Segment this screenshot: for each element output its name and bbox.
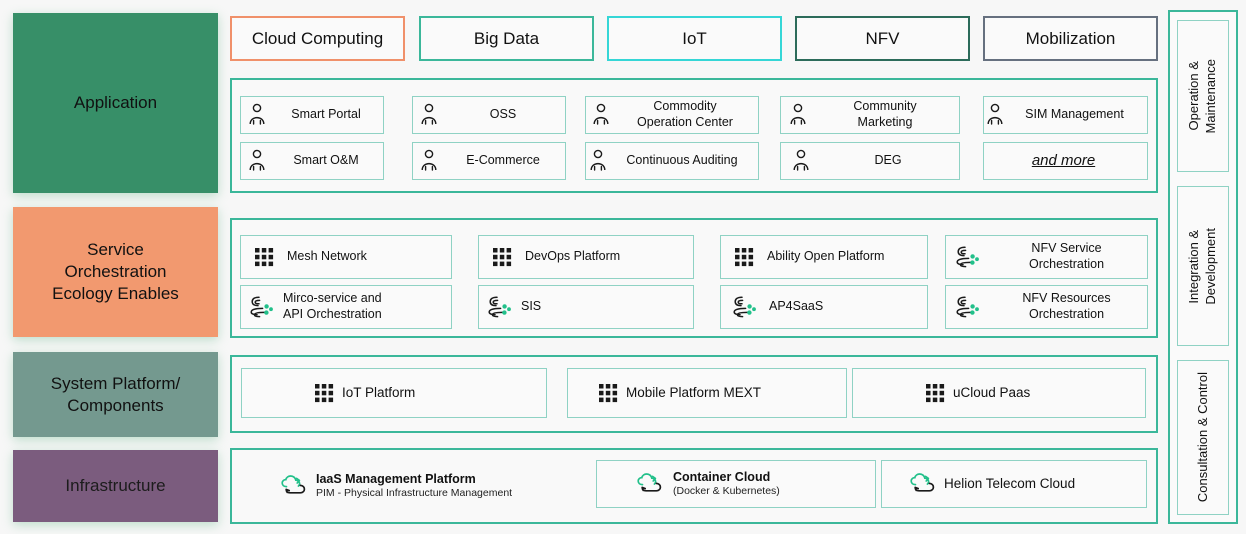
app-card-deg[interactable]: DEG bbox=[780, 142, 960, 180]
rail-item-operation-maintenance-label: Operation & Maintenance bbox=[1186, 58, 1218, 134]
person-icon bbox=[241, 103, 273, 127]
service-stream-icon bbox=[721, 294, 769, 320]
layer-label-infrastructure[interactable]: Infrastructure bbox=[13, 450, 218, 522]
orch-card-ability-open-platform-label: Ability Open Platform bbox=[767, 249, 885, 264]
rail-item-consultation-control-label: Consultation & Control bbox=[1194, 372, 1210, 503]
rail-item-consultation-control[interactable]: Consultation & Control bbox=[1177, 360, 1229, 515]
infra-card-iaas-management-platform-text: IaaS Management Platform PIM - Physical … bbox=[316, 472, 582, 501]
app-card-continuous-auditing-label: Continuous Auditing bbox=[626, 153, 738, 168]
rail-item-integration-development[interactable]: Integration & Development bbox=[1177, 186, 1229, 346]
orch-card-sis[interactable]: SIS bbox=[478, 285, 694, 329]
category-chip-nfv[interactable]: NFV bbox=[795, 16, 970, 61]
grid-dots-icon bbox=[242, 383, 342, 403]
orch-card-devops-platform-label: DevOps Platform bbox=[525, 249, 621, 264]
app-card-community-marketing-label: Community Marketing bbox=[853, 99, 917, 129]
orch-card-ap4saas-label: AP4SaaS bbox=[769, 299, 824, 314]
service-stream-icon bbox=[946, 244, 990, 270]
category-chip-cloud-computing[interactable]: Cloud Computing bbox=[230, 16, 405, 61]
app-card-smart-om-label: Smart O&M bbox=[293, 153, 359, 168]
infra-card-container-cloud[interactable]: Container Cloud (Docker & Kubernetes) bbox=[596, 460, 876, 508]
infra-card-iaas-management-platform[interactable]: IaaS Management Platform PIM - Physical … bbox=[272, 462, 582, 510]
layer-label-infrastructure-text: Infrastructure bbox=[65, 476, 166, 496]
person-icon bbox=[413, 149, 445, 173]
rail-item-integration-development-label: Integration & Development bbox=[1186, 227, 1218, 305]
layer-label-system-platform[interactable]: System Platform/ Components bbox=[13, 352, 218, 437]
orch-card-mesh-network[interactable]: Mesh Network bbox=[240, 235, 452, 279]
orch-card-nfv-service-orchestration-label: NFV Service Orchestration bbox=[1028, 241, 1105, 271]
app-card-and-more[interactable]: and more bbox=[983, 142, 1148, 180]
orch-card-ability-open-platform[interactable]: Ability Open Platform bbox=[720, 235, 928, 279]
orch-card-mesh-network-label: Mesh Network bbox=[287, 249, 367, 264]
grid-dots-icon bbox=[853, 383, 953, 403]
app-card-continuous-auditing[interactable]: Continuous Auditing bbox=[585, 142, 759, 180]
category-chip-big-data-label: Big Data bbox=[473, 28, 540, 48]
layer-label-service-orchestration[interactable]: Service Orchestration Ecology Enables bbox=[13, 207, 218, 337]
app-card-sim-management-label: SIM Management bbox=[1025, 107, 1124, 122]
infra-card-iaas-subtitle: PIM - Physical Infrastructure Management bbox=[316, 487, 513, 500]
person-icon bbox=[781, 149, 821, 173]
infra-card-helion-telecom-cloud-label: Helion Telecom Cloud bbox=[944, 475, 1076, 491]
app-card-oss-label: OSS bbox=[489, 107, 517, 122]
app-card-oss[interactable]: OSS bbox=[412, 96, 566, 134]
category-chip-iot[interactable]: IoT bbox=[607, 16, 782, 61]
grid-dots-icon bbox=[568, 383, 626, 403]
category-chip-big-data[interactable]: Big Data bbox=[419, 16, 594, 61]
category-chip-cloud-computing-label: Cloud Computing bbox=[251, 28, 384, 48]
cloud-refresh-icon bbox=[882, 471, 944, 497]
orch-card-devops-platform[interactable]: DevOps Platform bbox=[478, 235, 694, 279]
infra-card-container-cloud-title: Container Cloud bbox=[673, 469, 771, 484]
service-stream-icon bbox=[946, 294, 990, 320]
orch-card-nfv-resources-orchestration[interactable]: NFV Resources Orchestration bbox=[945, 285, 1148, 329]
cloud-refresh-icon bbox=[597, 471, 673, 497]
person-icon bbox=[984, 103, 1006, 127]
infra-card-helion-telecom-cloud[interactable]: Helion Telecom Cloud bbox=[881, 460, 1147, 508]
grid-dots-icon bbox=[479, 247, 525, 267]
person-icon bbox=[413, 103, 445, 127]
app-card-commodity-operation-center[interactable]: Commodity Operation Center bbox=[585, 96, 759, 134]
app-card-smart-portal-label: Smart Portal bbox=[291, 107, 361, 122]
app-card-e-commerce[interactable]: E-Commerce bbox=[412, 142, 566, 180]
app-card-sim-management[interactable]: SIM Management bbox=[983, 96, 1148, 134]
service-stream-icon bbox=[241, 294, 283, 320]
orch-card-microservice-api-orchestration-label: Mirco-service and API Orchestration bbox=[283, 291, 382, 321]
category-chip-nfv-label: NFV bbox=[865, 28, 900, 48]
grid-dots-icon bbox=[721, 247, 767, 267]
layer-label-application[interactable]: Application bbox=[13, 13, 218, 193]
layer-label-service-orchestration-text: Service Orchestration Ecology Enables bbox=[52, 240, 179, 303]
orch-card-microservice-api-orchestration[interactable]: Mirco-service and API Orchestration bbox=[240, 285, 452, 329]
layer-label-application-text: Application bbox=[73, 93, 158, 113]
layer-label-system-platform-text: System Platform/ Components bbox=[50, 373, 181, 415]
platform-card-iot-platform-label: IoT Platform bbox=[342, 384, 416, 400]
person-icon bbox=[586, 149, 610, 173]
app-card-community-marketing[interactable]: Community Marketing bbox=[780, 96, 960, 134]
category-chip-mobilization-label: Mobilization bbox=[1025, 28, 1116, 48]
platform-card-iot-platform[interactable]: IoT Platform bbox=[241, 368, 547, 418]
person-icon bbox=[241, 149, 273, 173]
platform-card-ucloud-paas[interactable]: uCloud Paas bbox=[852, 368, 1146, 418]
infra-card-iaas-title: IaaS Management Platform bbox=[316, 471, 476, 486]
infra-card-container-cloud-subtitle: (Docker & Kubernetes) bbox=[673, 485, 780, 498]
cloud-refresh-icon bbox=[272, 473, 316, 499]
orch-card-sis-label: SIS bbox=[521, 299, 542, 314]
grid-dots-icon bbox=[241, 247, 287, 267]
rail-item-operation-maintenance[interactable]: Operation & Maintenance bbox=[1177, 20, 1229, 172]
orch-card-nfv-resources-orchestration-label: NFV Resources Orchestration bbox=[1022, 291, 1111, 321]
orch-card-nfv-service-orchestration[interactable]: NFV Service Orchestration bbox=[945, 235, 1148, 279]
orch-card-ap4saas[interactable]: AP4SaaS bbox=[720, 285, 928, 329]
platform-card-mobile-platform-mext[interactable]: Mobile Platform MEXT bbox=[567, 368, 847, 418]
app-card-and-more-label: and more bbox=[1031, 151, 1096, 169]
person-icon bbox=[781, 103, 815, 127]
app-card-e-commerce-label: E-Commerce bbox=[466, 153, 540, 168]
app-card-deg-label: DEG bbox=[874, 153, 902, 168]
infra-card-container-cloud-text: Container Cloud (Docker & Kubernetes) bbox=[673, 470, 875, 499]
person-icon bbox=[586, 103, 616, 127]
platform-card-mobile-platform-mext-label: Mobile Platform MEXT bbox=[626, 384, 762, 400]
app-card-smart-portal[interactable]: Smart Portal bbox=[240, 96, 384, 134]
platform-card-ucloud-paas-label: uCloud Paas bbox=[953, 384, 1031, 400]
service-stream-icon bbox=[479, 294, 521, 320]
app-card-commodity-operation-center-label: Commodity Operation Center bbox=[637, 99, 733, 129]
category-chip-mobilization[interactable]: Mobilization bbox=[983, 16, 1158, 61]
app-card-smart-om[interactable]: Smart O&M bbox=[240, 142, 384, 180]
category-chip-iot-label: IoT bbox=[682, 28, 707, 48]
